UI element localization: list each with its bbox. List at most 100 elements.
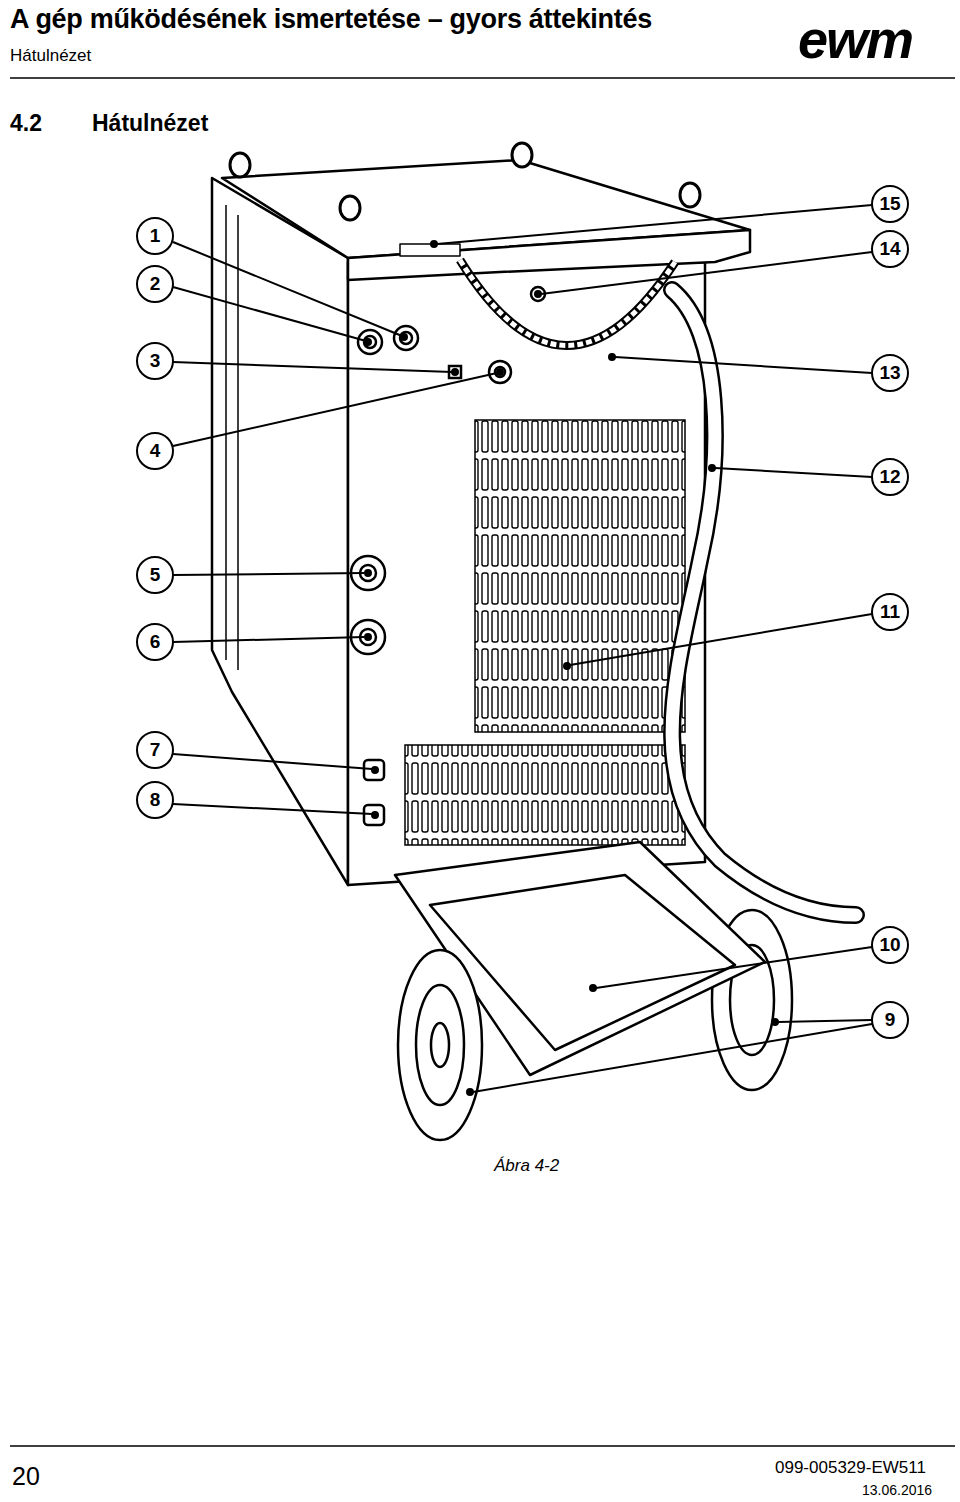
callout-number: 12 [879, 466, 900, 488]
brand-logo: ewm [798, 8, 912, 70]
leader-lines-part [609, 354, 615, 360]
leader-lines-part [365, 570, 371, 576]
eye-bolts-part [512, 143, 532, 167]
leader-lines-part [564, 663, 570, 669]
trolley-part [398, 950, 482, 1140]
leader-lines-part [372, 767, 378, 773]
leader-lines-part [535, 291, 541, 297]
leader-lines-part [173, 373, 497, 446]
leader-lines-part [401, 334, 407, 340]
machine-housing-part [348, 262, 705, 885]
callout-number: 7 [150, 739, 161, 761]
callout-circle: 9 [871, 1001, 909, 1039]
page-rules [10, 78, 955, 1446]
leader-lines-part [173, 287, 366, 341]
hose [672, 290, 856, 915]
leader-lines-part [173, 754, 372, 769]
eye-bolts [230, 143, 700, 220]
eye-bolts-part [230, 153, 250, 177]
callout-circle: 11 [871, 593, 909, 631]
callout-number: 6 [150, 631, 161, 653]
cable-chain-part [460, 260, 675, 346]
cable-chain-part [460, 260, 675, 346]
leader-lines-part [709, 465, 715, 471]
connectors-part [364, 336, 376, 348]
callout-number: 15 [879, 193, 900, 215]
callout-number: 4 [150, 440, 161, 462]
leader-lines-part [365, 634, 371, 640]
connectors-part [489, 361, 511, 383]
document-date: 13.06.2016 [862, 1482, 932, 1498]
page-number: 20 [12, 1462, 40, 1491]
leader-lines-part [173, 362, 452, 372]
callout-circle: 12 [871, 458, 909, 496]
callout-number: 9 [885, 1009, 896, 1031]
page-header-subtitle: Hátulnézet [10, 46, 91, 66]
callout-circle: 13 [871, 354, 909, 392]
callout-number: 10 [879, 934, 900, 956]
page-header-title: A gép működésének ismertetése – gyors át… [10, 4, 652, 35]
ventilation-grille-part [405, 745, 685, 845]
callout-circle: 10 [871, 926, 909, 964]
machine-housing-part [400, 244, 460, 256]
leader-lines-part [372, 812, 378, 818]
callout-number: 5 [150, 564, 161, 586]
leader-lines-part [173, 637, 364, 642]
leader-lines-part [715, 468, 872, 477]
callout-number: 3 [150, 350, 161, 372]
machine-housing-part [212, 178, 348, 885]
hose-part [672, 290, 856, 915]
trolley [395, 842, 792, 1140]
leader-lines-part [473, 1024, 872, 1092]
leader-lines-part [596, 947, 872, 988]
leader-lines-part [173, 242, 402, 336]
leader-lines-part [437, 205, 872, 244]
leader-lines-part [497, 369, 503, 375]
figure-caption: Ábra 4-2 [494, 1156, 559, 1176]
machine-housing-part [348, 230, 750, 280]
trolley-part [431, 1023, 449, 1067]
callout-circle: 8 [136, 781, 174, 819]
connectors-part [364, 760, 384, 780]
callout-circle: 3 [136, 342, 174, 380]
connectors-part [394, 326, 418, 350]
leader-lines-part [173, 573, 364, 575]
leader-lines-part [615, 357, 872, 373]
leader-lines-part [467, 1089, 473, 1095]
connectors-part [364, 805, 384, 825]
machine-housing-part [237, 215, 239, 670]
connectors-part [400, 332, 412, 344]
document-number: 099-005329-EW511 [775, 1458, 926, 1478]
callout-number: 2 [150, 273, 161, 295]
leader-lines-part [365, 339, 371, 345]
connectors-part [358, 330, 382, 354]
leader-lines-part [590, 985, 596, 991]
leader-lines [173, 205, 872, 1095]
leader-lines-part [772, 1019, 778, 1025]
ventilation-grille [405, 420, 685, 845]
section-title: Hátulnézet [92, 110, 208, 136]
trolley-part [416, 985, 464, 1105]
callout-number: 13 [879, 362, 900, 384]
callout-circle: 6 [136, 623, 174, 661]
callout-number: 1 [150, 225, 161, 247]
eye-bolts-part [340, 196, 360, 220]
leader-lines-part [541, 252, 872, 294]
connectors [351, 287, 545, 825]
ventilation-grille-part [475, 420, 685, 732]
callout-circle: 1 [136, 217, 174, 255]
callout-number: 11 [880, 601, 900, 623]
callout-number: 14 [879, 238, 900, 260]
leader-lines-part [778, 1020, 872, 1022]
page-rules-part [10, 77, 955, 79]
callout-number: 8 [150, 789, 161, 811]
callout-circle: 2 [136, 265, 174, 303]
callout-circle: 4 [136, 432, 174, 470]
leader-lines-part [452, 369, 458, 375]
section-number: 4.2 [10, 110, 42, 136]
connectors-part [495, 367, 505, 377]
page-rules-part [10, 1445, 955, 1447]
hose-part [672, 290, 856, 915]
cable-chain [460, 260, 675, 346]
